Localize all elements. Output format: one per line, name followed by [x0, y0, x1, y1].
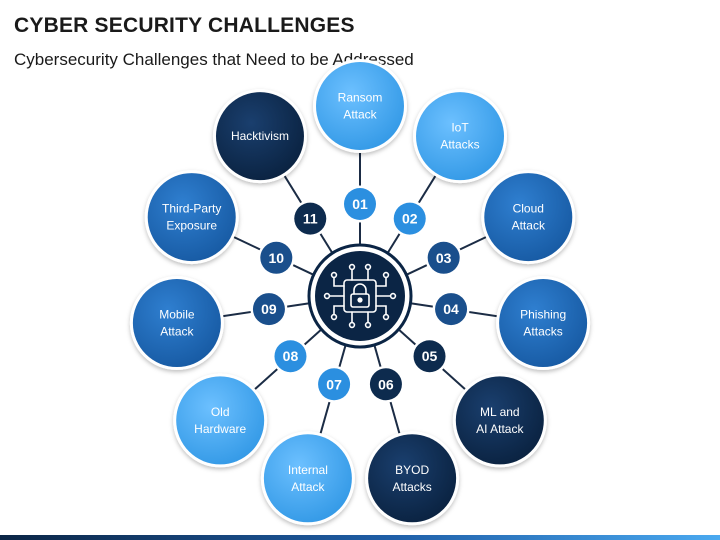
challenge-label: Attacks: [392, 480, 431, 494]
challenge-node-circle: [499, 279, 588, 368]
challenge-label: Attack: [343, 108, 377, 122]
number-badge: 01: [341, 185, 379, 223]
number-badge-label: 01: [352, 196, 368, 212]
number-badge: 03: [425, 239, 463, 277]
challenge-label: Hardware: [194, 422, 246, 436]
hub: [307, 243, 413, 349]
challenge-label: Hacktivism: [231, 129, 289, 143]
challenge-node-circle: [316, 62, 404, 150]
hub-core: [315, 251, 405, 341]
challenge-label: Attacks: [523, 325, 562, 339]
challenge-node: ML and AI Attack: [452, 373, 547, 468]
number-badge-circle: [344, 188, 376, 220]
number-badge-label: 10: [269, 250, 285, 266]
number-badge: 08: [271, 337, 309, 375]
lock-circuit-icon: [323, 263, 397, 329]
number-badge-label: 04: [443, 301, 459, 317]
challenge-node-circle: [215, 92, 304, 181]
number-badge-label: 11: [303, 211, 318, 227]
challenge-node-circle: [484, 173, 573, 262]
number-badge-label: 05: [422, 348, 438, 364]
challenge-label: Attack: [512, 219, 546, 233]
number-badge-circle: [369, 368, 402, 401]
challenge-label: Attacks: [440, 138, 479, 152]
number-badge: 06: [367, 365, 405, 403]
number-badge-circle: [318, 368, 351, 401]
challenge-node: Hacktivism: [212, 89, 307, 184]
challenge-label: BYOD: [395, 463, 429, 477]
number-badge-label: 07: [326, 376, 342, 392]
challenge-node-circle: [368, 434, 457, 523]
number-badge: 04: [432, 290, 470, 328]
number-badge: 09: [250, 290, 288, 328]
challenge-label: Old: [211, 405, 230, 419]
challenge-nodes: RansomAttackIoTAttacksCloudAttackPhishin…: [129, 59, 591, 526]
page-title: CYBER SECURITY CHALLENGES: [14, 14, 355, 37]
number-badge-label: 03: [436, 250, 452, 266]
number-badge-circle: [260, 241, 293, 274]
challenge-node: IoT Attacks: [413, 89, 508, 184]
challenge-label: Phishing: [520, 308, 566, 322]
number-badge-label: 06: [378, 376, 394, 392]
challenge-label: Exposure: [166, 219, 217, 233]
challenge-label: Ransom: [338, 91, 383, 105]
challenge-label: Mobile: [159, 308, 195, 322]
number-badge: 11: [291, 200, 329, 238]
challenge-node-circle: [263, 434, 352, 523]
number-badges: 01 02 03 04 05 06 07 08 09 10 11: [250, 185, 470, 403]
number-badge-circle: [427, 241, 460, 274]
number-badge-label: 02: [402, 211, 418, 227]
challenge-label: Third-Party: [162, 202, 221, 216]
challenge-label: Internal: [288, 463, 328, 477]
number-badge: 10: [257, 239, 295, 277]
number-badge: 07: [315, 365, 353, 403]
number-badge-circle: [274, 340, 307, 373]
challenge-node-circle: [455, 376, 544, 465]
challenge-node-circle: [132, 279, 221, 368]
challenge-label: Attack: [160, 325, 194, 339]
number-badge: 02: [391, 200, 429, 238]
challenge-node-circle: [176, 376, 265, 465]
challenge-label: AI Attack: [476, 422, 524, 436]
challenge-label: IoT: [451, 121, 469, 135]
number-badge-label: 09: [261, 301, 277, 317]
challenge-node: BYOD Attacks: [365, 431, 460, 526]
number-badge-circle: [252, 293, 285, 326]
page-subtitle: Cybersecurity Challenges that Need to be…: [14, 50, 414, 69]
number-badge: 05: [411, 337, 449, 375]
challenge-label: Attack: [291, 480, 325, 494]
challenge-node-circle: [147, 173, 236, 262]
number-badge-label: 08: [283, 348, 299, 364]
bottom-accent-bar: [0, 535, 720, 540]
number-badge-circle: [393, 202, 426, 235]
challenge-label: ML and: [480, 405, 520, 419]
number-badge-circle: [294, 202, 327, 235]
challenge-label: Cloud: [513, 202, 544, 216]
challenge-node-circle: [416, 92, 505, 181]
number-badge-circle: [413, 340, 446, 373]
number-badge-circle: [435, 293, 468, 326]
